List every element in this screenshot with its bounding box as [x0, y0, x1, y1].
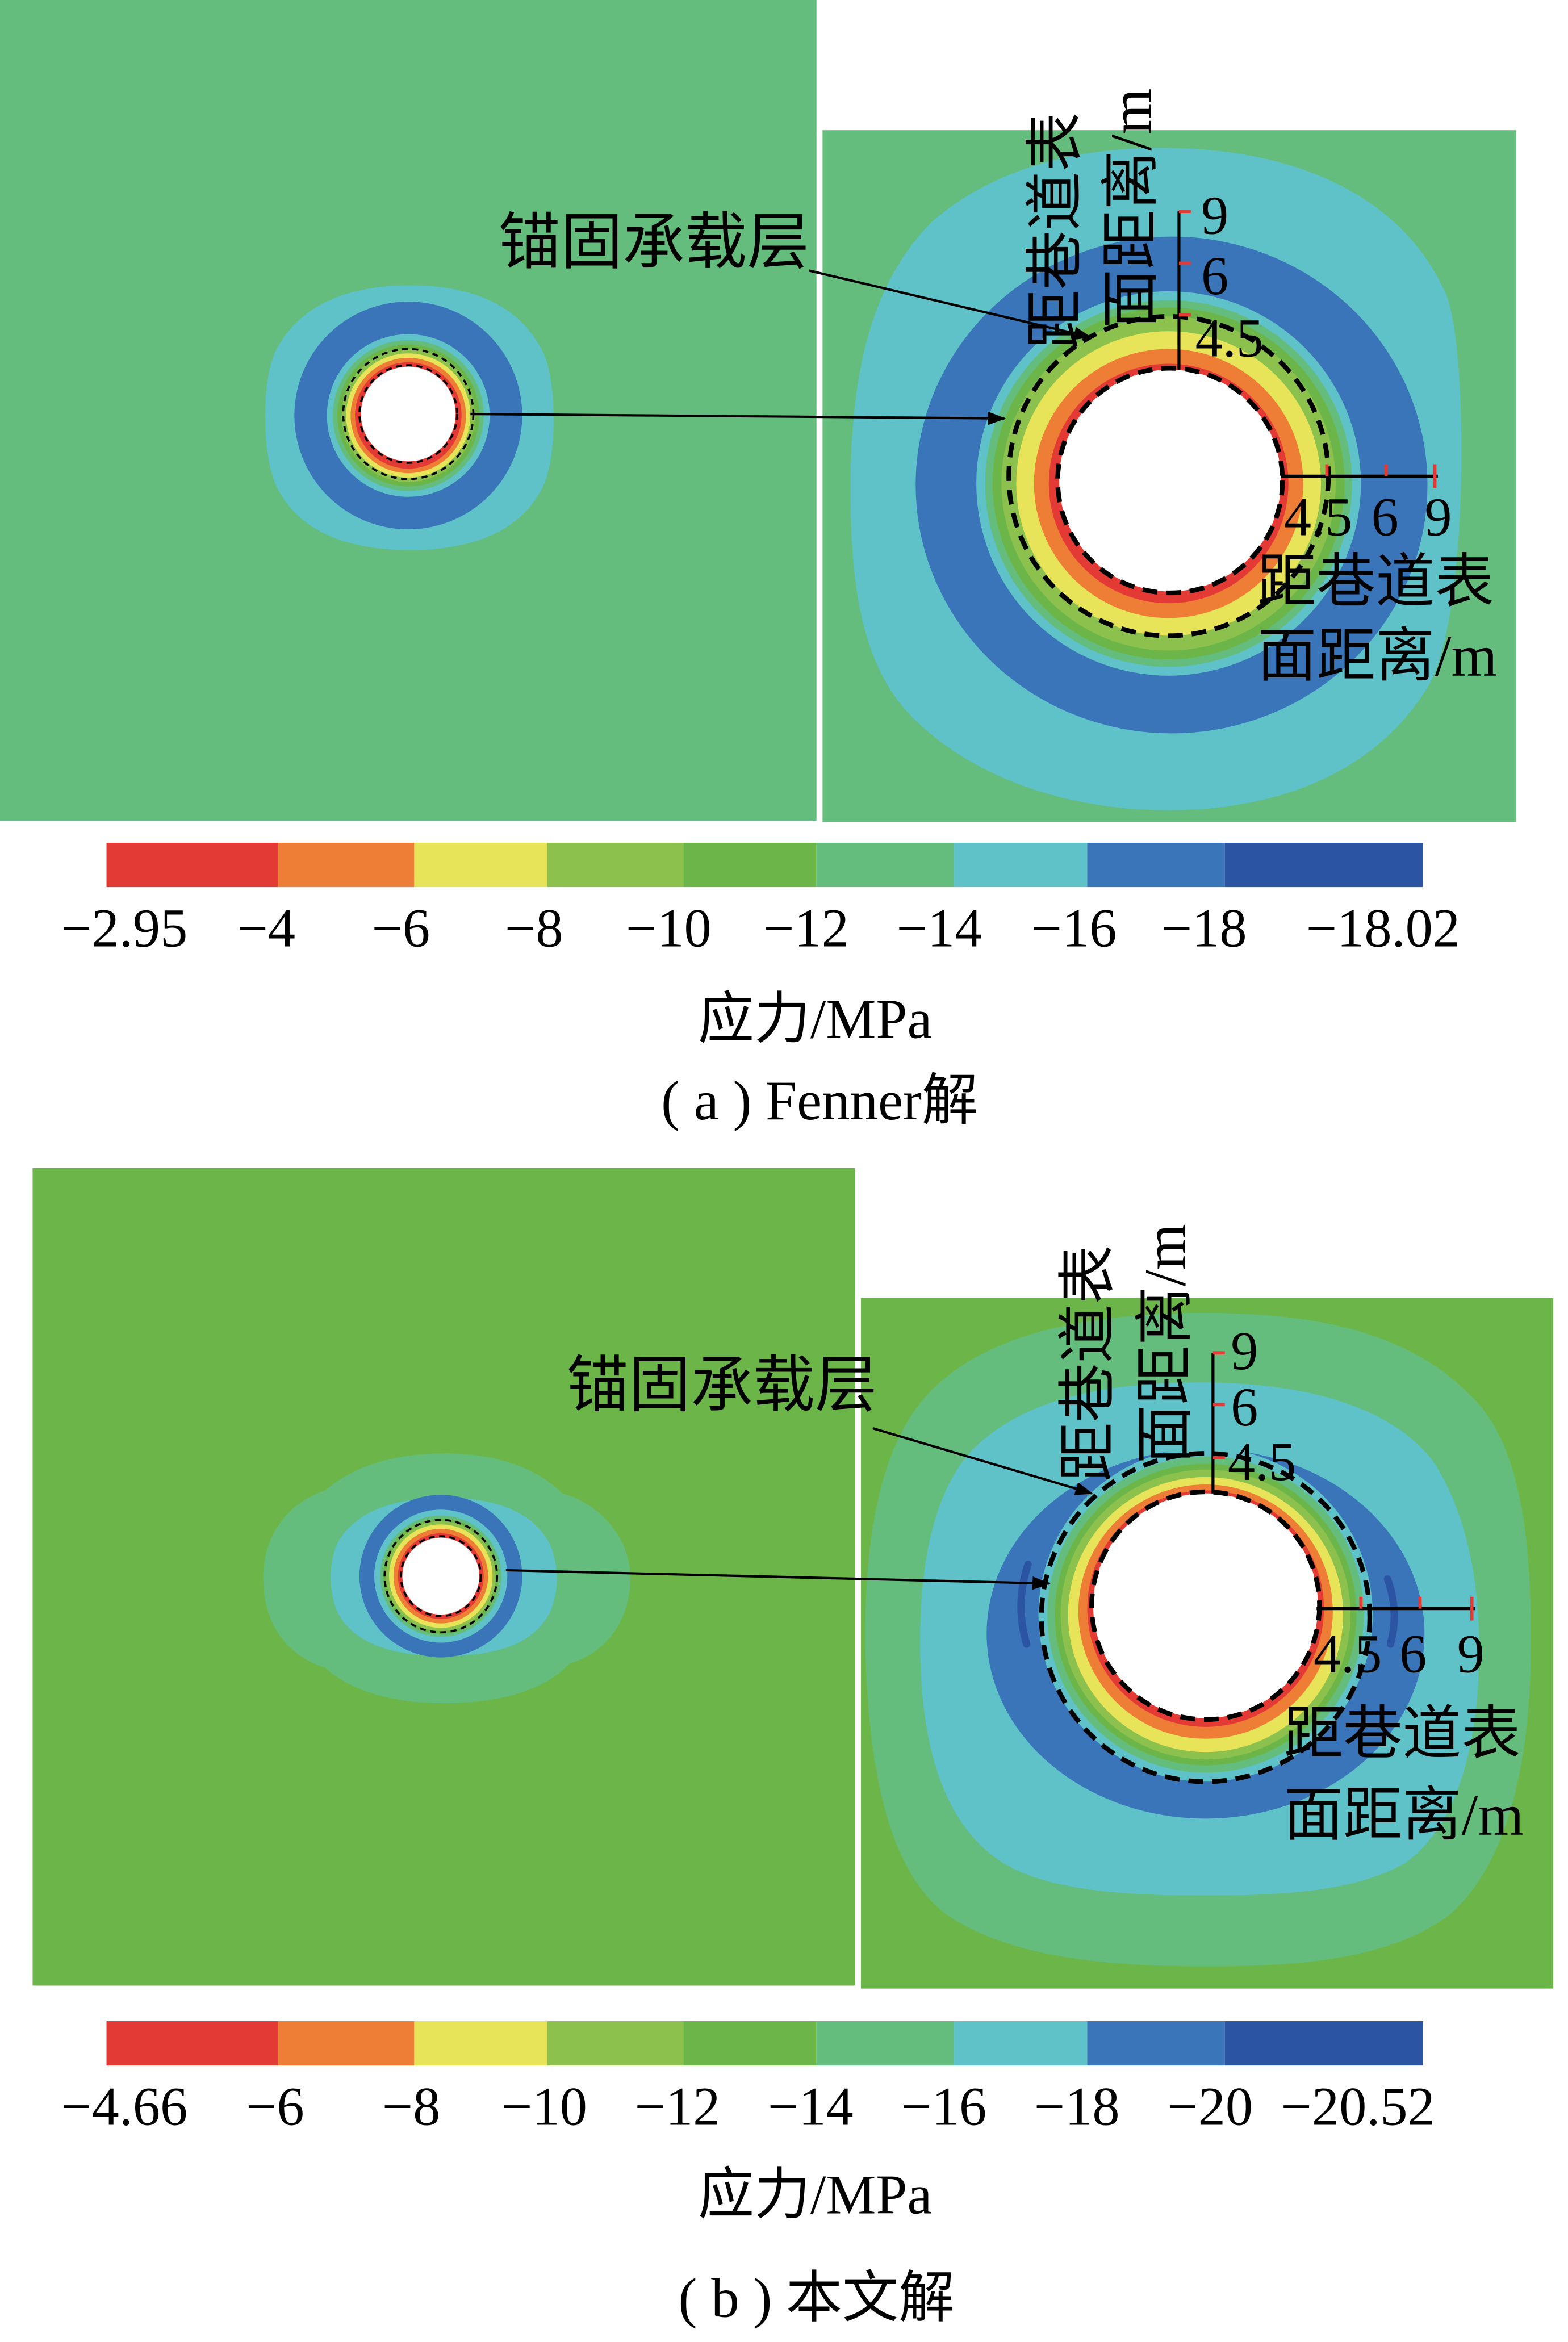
- vertical-scale-label: 4.5: [1228, 1431, 1296, 1492]
- roadway-opening: [402, 1537, 479, 1615]
- colorbar-tick-label: −18.02: [1306, 897, 1460, 958]
- vertical-distance-label-line1: 距巷道表: [1023, 112, 1089, 349]
- horizontal-distance-label-line1: 距巷道表: [1284, 1701, 1521, 1767]
- annotations: 锚固承载层 距巷道表 面距离/m 9 6 4.5 4.5 6 9 距巷道表 面距…: [470, 89, 1498, 689]
- stress-contour-arc: [1017, 1561, 1032, 1648]
- colorbar-segment: [954, 843, 1088, 888]
- vertical-scale-label: 4.5: [1195, 307, 1264, 368]
- colorbar-tick-label: −12: [635, 2076, 721, 2136]
- roadway-opening: [1093, 1493, 1318, 1718]
- vertical-scale-label: 6: [1231, 1377, 1258, 1437]
- figure-caption: ( a ) Fenner解: [661, 1070, 978, 1132]
- overview-contour-plot: [0, 0, 817, 821]
- horizontal-scale-label: 4.5: [1314, 1624, 1382, 1684]
- colorbar-tick-label: −6: [246, 2076, 304, 2136]
- horizontal-scale-label: 9: [1457, 1624, 1485, 1684]
- layer-pointer-line: [872, 1427, 1093, 1495]
- anchored-bearing-layer-label: 锚固承载层: [499, 208, 809, 277]
- vertical-distance-label-line1: 距巷道表: [1055, 1245, 1121, 1482]
- zoom-arrow: [505, 1569, 1051, 1590]
- horizontal-distance-label-line2: 面距离/m: [1284, 1782, 1524, 1848]
- bearing-layer-inner-boundary: [1055, 366, 1285, 596]
- panel-a: 锚固承载层 距巷道表 面距离/m 9 6 4.5 4.5 6 9 距巷道表 面距…: [0, 0, 1516, 1132]
- horizontal-scale-label: 4.5: [1284, 486, 1352, 547]
- colorbar-segment: [683, 2021, 817, 2066]
- colorbar-tick-label: −10: [626, 897, 712, 958]
- colorbar-tick-label: −12: [763, 897, 849, 958]
- colorbar-segment: [954, 2021, 1088, 2066]
- colorbar-segment: [816, 843, 955, 888]
- colorbar-segment: [1224, 843, 1423, 888]
- colorbar-tick-label: −20.52: [1281, 2076, 1435, 2136]
- figure-caption: ( b ) 本文解: [679, 2268, 955, 2330]
- colorbar-segment: [547, 843, 684, 888]
- anchored-bearing-layer-label: 锚固承载层: [567, 1351, 877, 1420]
- horizontal-distance-label-line1: 距巷道表: [1257, 549, 1494, 615]
- stress-contour-arc: [1383, 1575, 1398, 1648]
- vertical-scale-label: 9: [1201, 185, 1228, 245]
- colorbar-segment: [547, 2021, 684, 2066]
- colorbar-tick-label: −16: [1031, 897, 1117, 958]
- horizontal-scale-label: 9: [1424, 486, 1452, 547]
- colorbar-tick-label: −10: [501, 2076, 587, 2136]
- colorbar-segment: [278, 2021, 415, 2066]
- colorbar-tick-label: −18: [1161, 897, 1247, 958]
- colorbar-tick-label: −20: [1167, 2076, 1253, 2136]
- bearing-layer-outer-boundary: [383, 1519, 499, 1634]
- colorbar-segment: [816, 2021, 955, 2066]
- overview-contour-plot: [32, 1168, 855, 1986]
- bearing-layer-inner-boundary: [400, 1535, 482, 1617]
- vertical-scale-label: 9: [1231, 1320, 1258, 1381]
- colorbar-tick-label: −8: [382, 2076, 441, 2136]
- vertical-distance-label-line2: 面距离/m: [1098, 89, 1164, 328]
- colorbar-segment: [1224, 2021, 1423, 2066]
- colorbar-tick-label: −18: [1034, 2076, 1120, 2136]
- bearing-layer-inner-boundary: [1089, 1489, 1322, 1722]
- colorbar-segment: [683, 843, 817, 888]
- colorbar-segment: [278, 843, 415, 888]
- bearing-layer-inner-boundary: [358, 364, 458, 464]
- colorbar-title: 应力/MPa: [698, 989, 932, 1051]
- colorbar-tick-label: −14: [897, 897, 982, 958]
- zoom-arrow: [470, 411, 1006, 425]
- horizontal-distance-label-line2: 面距离/m: [1257, 623, 1498, 689]
- zoomed-contour-plot: [860, 1298, 1553, 1989]
- colorbar-segment: [106, 2021, 278, 2066]
- colorbar: −2.95 −4 −6 −8 −10 −12 −14 −16 −18 −18.02: [61, 843, 1460, 958]
- layer-pointer-line: [809, 269, 1092, 340]
- roadway-opening: [361, 366, 456, 462]
- colorbar-segment: [414, 843, 547, 888]
- horizontal-scale-label: 6: [1372, 486, 1399, 547]
- colorbar-tick-label: −8: [505, 897, 563, 958]
- bearing-layer-outer-boundary: [1039, 1451, 1373, 1784]
- colorbar-tick-label: −4: [237, 897, 296, 958]
- vertical-scale-label: 6: [1201, 245, 1228, 306]
- colorbar-title: 应力/MPa: [698, 2164, 932, 2226]
- vertical-distance-label-line2: 面距离/m: [1132, 1224, 1198, 1463]
- horizontal-scale-label: 6: [1399, 1624, 1427, 1684]
- colorbar-segment: [1087, 2021, 1225, 2066]
- colorbar-tick-label: −2.95: [61, 897, 187, 958]
- colorbar-segment: [414, 2021, 547, 2066]
- roadway-opening: [1059, 369, 1281, 592]
- colorbar-segment: [106, 843, 278, 888]
- panel-b: 锚固承载层 距巷道表 面距离/m 9 6 4.5 4.5 6 9 距巷道表 面距…: [32, 1168, 1553, 2330]
- colorbar-tick-label: −6: [372, 897, 430, 958]
- colorbar-tick-label: −4.66: [61, 2076, 187, 2136]
- colorbar: −4.66 −6 −8 −10 −12 −14 −16 −18 −20 −20.52: [61, 2021, 1435, 2136]
- colorbar-tick-label: −16: [901, 2076, 986, 2136]
- annotations: 锚固承载层 距巷道表 面距离/m 9 6 4.5 4.5 6 9 距巷道表 面距…: [505, 1224, 1524, 1848]
- colorbar-tick-label: −14: [768, 2076, 854, 2136]
- colorbar-segment: [1087, 843, 1225, 888]
